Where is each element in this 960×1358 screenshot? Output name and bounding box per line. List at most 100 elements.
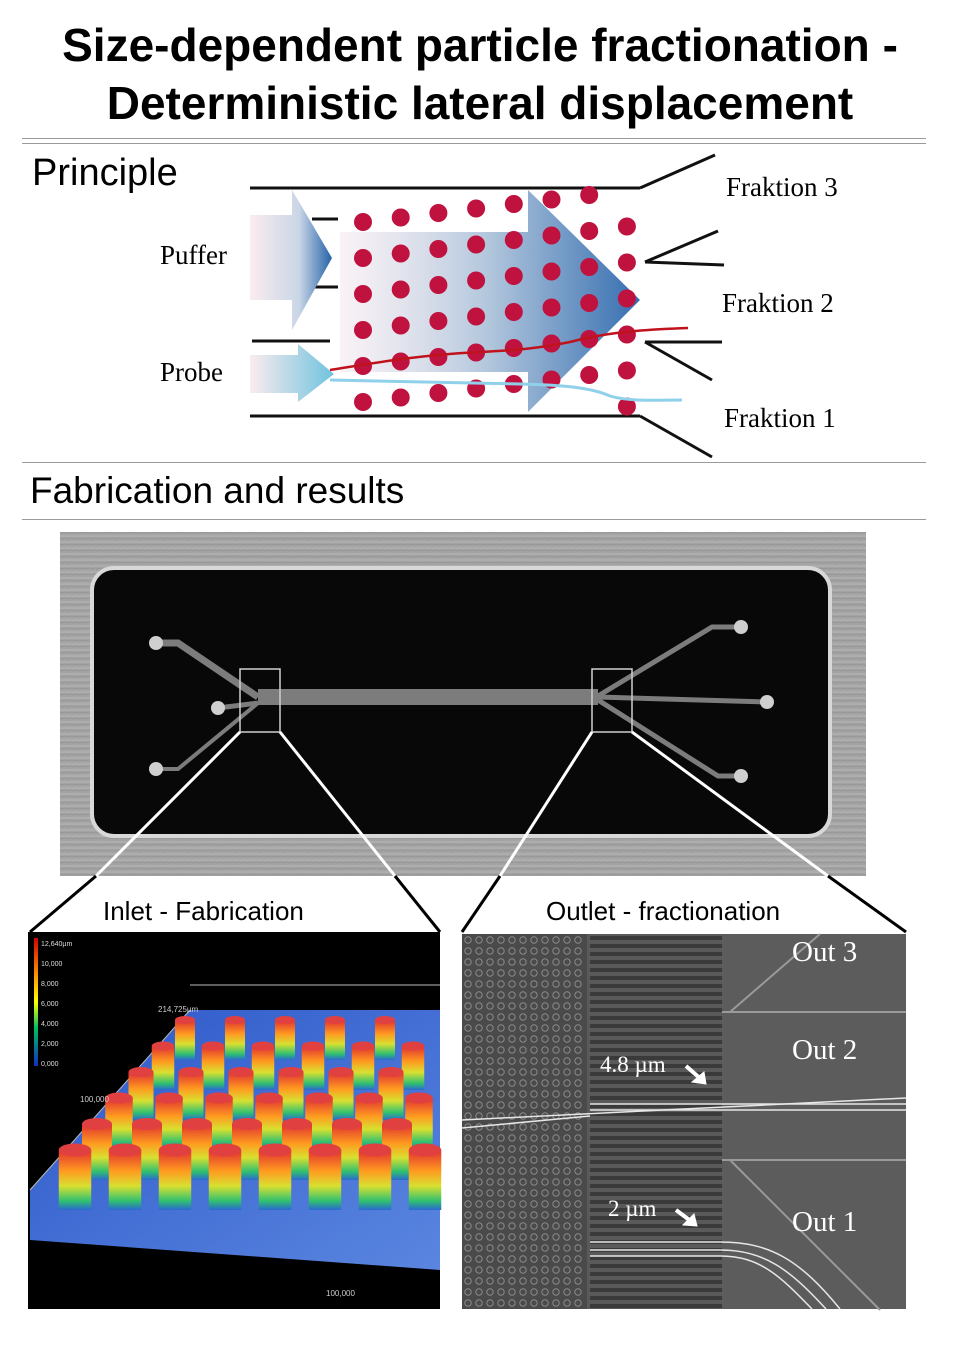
pillar-dot [541,991,549,999]
pillar [542,226,561,245]
pillar-dot [563,1211,571,1219]
out-1-label: Out 1 [792,1206,858,1238]
comb-stripe [590,1088,722,1092]
divider [22,143,926,144]
pillar-dot [519,1057,527,1065]
large-particle-trace [329,326,689,372]
pillar-dot [497,1178,505,1186]
fabrication-heading: Fabrication and results [30,470,405,511]
pillar-dot [563,1288,571,1296]
pillar-dot [486,1134,494,1142]
pillar [354,393,372,411]
pillar-dot [497,1145,505,1153]
pillar-dot [530,1057,538,1065]
pillar-dot [475,1024,483,1032]
pillar-dot [486,1233,494,1241]
comb-stripe [590,1280,722,1284]
pillar-dot [552,991,560,999]
pillar-dot [508,1277,516,1285]
pillar-dot [464,980,472,988]
comb-stripe [590,992,722,996]
pillar-dot [497,947,505,955]
comb-stripe [590,1192,722,1196]
pillar-dot [574,1233,582,1241]
pillar-dot [497,936,505,944]
pillar-dot [475,1002,483,1010]
pillar-dot [541,1222,549,1230]
pillar-dot [574,1222,582,1230]
pillar-dot [574,1266,582,1274]
comb-stripe [590,1184,722,1188]
pillar [467,271,486,290]
pillar-dot [563,1299,571,1307]
pillar-dot [486,1123,494,1131]
pillar-dot [475,991,483,999]
zoom-lines [29,874,907,934]
pillar-dot [508,1046,516,1054]
pillar-dot [541,1189,549,1197]
pillar-dot [574,1079,582,1087]
pillar [391,280,410,299]
pillar-dot [530,947,538,955]
pillar-dot [541,1090,549,1098]
comb-stripe [590,1176,722,1180]
pillar [542,298,561,317]
pillar-dot [497,958,505,966]
pillar-dot [486,1046,494,1054]
pillar-dot [541,1068,549,1076]
comb-stripe [590,1168,722,1172]
pillar-dot [508,1244,516,1252]
pillar-dot [552,1002,560,1010]
pillar [542,262,561,281]
pillar-dot [464,1200,472,1208]
pillar-dot [563,1233,571,1241]
pillar-dot [541,980,549,988]
pillar-dot [486,1211,494,1219]
axis-label: 100,000 [80,1095,109,1104]
pillar-dot [508,1200,516,1208]
pillar-dot [563,1112,571,1120]
pillar-dot [552,1123,560,1131]
pillar-dot [574,980,582,988]
pillar [391,244,410,263]
pillar-dot [574,1244,582,1252]
pillar-dot [508,1288,516,1296]
pillar-dot [486,1189,494,1197]
pillar-dot [563,1266,571,1274]
pillar-3d [408,1143,442,1210]
comb-stripe [590,1208,722,1212]
sample-label: Probe [160,357,223,387]
pillar-array [354,186,636,416]
pillar-dot [508,1035,516,1043]
pillar-3d [358,1143,392,1210]
pillar-3d [401,1041,425,1090]
pillar-dot [508,1189,516,1197]
pillar [467,307,486,326]
pillar-dot [464,1189,472,1197]
pillar-dot [574,1123,582,1131]
particle-streams [461,1097,907,1310]
pillar-dot [497,1233,505,1241]
comb-stripe [590,1264,722,1268]
pillar-dot [530,969,538,977]
comb-stripe [590,1080,722,1084]
pillar-dot [508,980,516,988]
pillar [617,217,636,236]
outlet-zoom-box [591,668,633,733]
pillar-dot [497,1046,505,1054]
pillar-dot [563,1244,571,1252]
pillar-dot [486,1266,494,1274]
pillar-dot [541,1024,549,1032]
pillar-dot [497,1024,505,1032]
pillar [580,186,599,204]
pillar [580,258,599,276]
pillar-dot [563,1123,571,1131]
pillar-dot [508,947,516,955]
pillar-dot [519,1288,527,1296]
comb-stripe [590,1304,722,1308]
pillar-dot [530,1178,538,1186]
pillar-dot [563,1189,571,1197]
pillar-dot [563,980,571,988]
pillar-dot [475,1134,483,1142]
pillar [580,294,599,312]
